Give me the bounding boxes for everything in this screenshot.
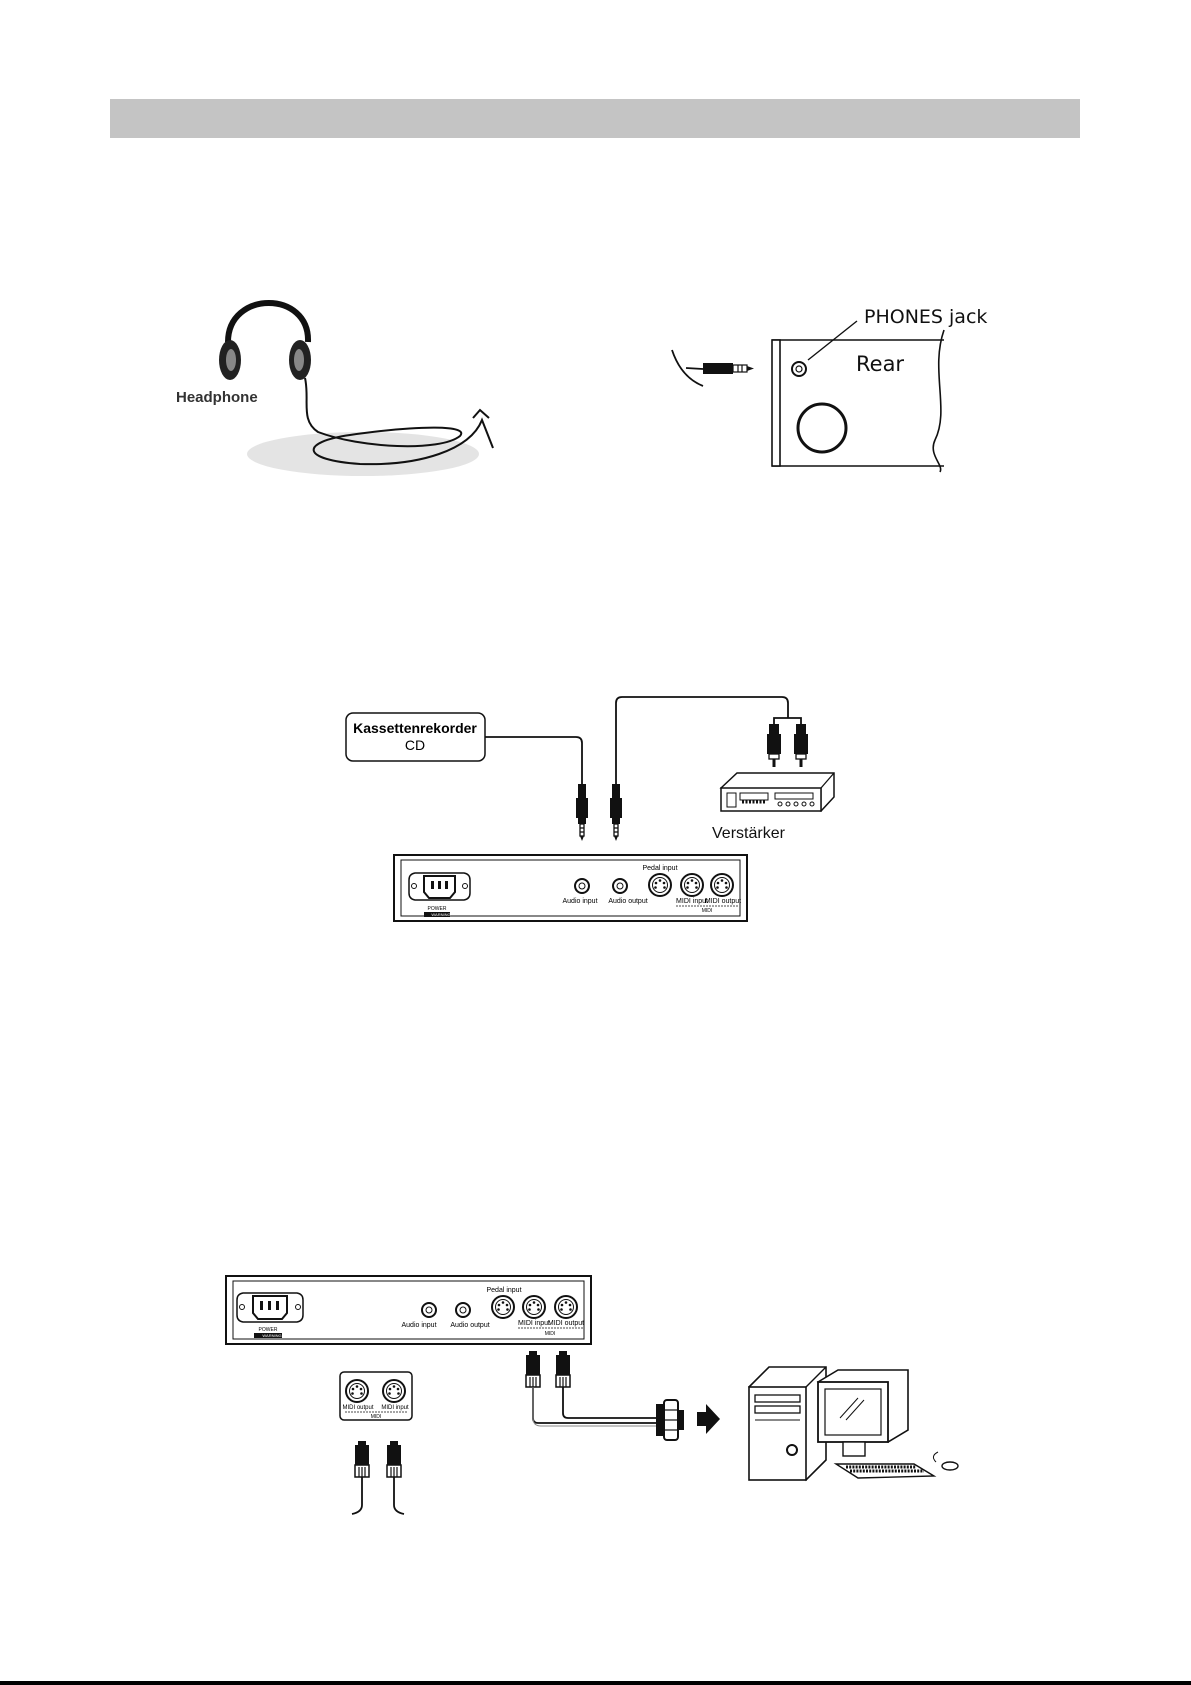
- amplifier: [721, 773, 834, 811]
- svg-text:MIDI output: MIDI output: [342, 1405, 373, 1411]
- audio-input-jack: [422, 1303, 436, 1317]
- recorder-label-line1: Kassettenrekorder: [353, 720, 477, 736]
- inset-plug-right: [387, 1441, 401, 1477]
- rear-panel-fig3: POWER WARNING Audio input Audio output P…: [226, 1276, 591, 1344]
- power-button-icon: [787, 1445, 797, 1455]
- svg-text:MIDI output: MIDI output: [705, 898, 741, 905]
- svg-text:WARNING: WARNING: [262, 1333, 281, 1338]
- svg-text:Audio output: Audio output: [450, 1322, 489, 1329]
- midi-inset: MIDI output MIDI input MIDI: [340, 1372, 412, 1514]
- power-socket: [237, 1293, 303, 1322]
- rca-plug-right: [794, 724, 808, 767]
- midi-interface-cable: [526, 1351, 720, 1440]
- inset-cable-right: [394, 1477, 404, 1514]
- phones-plug: [703, 363, 733, 374]
- piano-side-rail: [772, 340, 780, 466]
- svg-text:MIDI input: MIDI input: [381, 1405, 409, 1411]
- phones-jack-figure: PHONES jack Rear: [672, 306, 987, 472]
- amplifier-cable: [616, 697, 788, 784]
- recorder-cable: [485, 737, 582, 784]
- midi-connection-figure: POWER WARNING Audio input Audio output P…: [226, 1276, 958, 1514]
- midi-input-port: [681, 874, 703, 896]
- midi-output-port: [555, 1296, 577, 1318]
- computer: [749, 1367, 958, 1480]
- arrow-icon: [697, 1404, 720, 1434]
- midi-plug-right: [556, 1351, 570, 1387]
- svg-text:Audio input: Audio input: [401, 1322, 436, 1329]
- recorder-label-line2: CD: [405, 737, 425, 753]
- midi-plug-left: [526, 1351, 540, 1387]
- svg-text:MIDI: MIDI: [702, 908, 713, 914]
- inset-midi-input-port: [383, 1380, 405, 1402]
- svg-text:MIDI input: MIDI input: [676, 898, 708, 905]
- midi-usb-adapter: [656, 1400, 684, 1440]
- audio-input-jack: [575, 879, 589, 893]
- rear-panel-fig2: POWER WARNING Audio input Audio output P…: [394, 855, 747, 921]
- page-bottom-rule: [0, 1681, 1191, 1685]
- svg-text:MIDI input: MIDI input: [518, 1320, 550, 1327]
- audio-output-plug: [610, 784, 622, 841]
- rear-label: Rear: [856, 352, 904, 376]
- svg-text:MIDI: MIDI: [545, 1331, 556, 1337]
- svg-text:Pedal input: Pedal input: [486, 1287, 521, 1294]
- svg-text:Pedal input: Pedal input: [642, 865, 677, 872]
- headphone-shadow: [247, 432, 479, 476]
- headband: [228, 303, 308, 342]
- inset-midi-output-port: [346, 1380, 368, 1402]
- svg-text:MIDI output: MIDI output: [548, 1320, 584, 1327]
- svg-text:MIDI: MIDI: [371, 1414, 382, 1420]
- audio-input-plug: [576, 784, 588, 841]
- mouse-icon: [942, 1462, 958, 1470]
- svg-text:Audio output: Audio output: [608, 898, 647, 905]
- midi-output-port: [711, 874, 733, 896]
- svg-text:Audio input: Audio input: [562, 898, 597, 905]
- audio-connection-figure: Kassettenrekorder CD Verstärker: [346, 697, 834, 921]
- phones-jack-label: PHONES jack: [864, 306, 987, 328]
- speaker-grille: [798, 404, 846, 452]
- headphone-figure: Headphone: [176, 303, 493, 476]
- pedal-input-port: [492, 1296, 514, 1318]
- svg-text:WARNING: WARNING: [431, 912, 450, 917]
- power-socket: [409, 873, 470, 900]
- inset-cable-left: [352, 1477, 362, 1514]
- rca-plug-left: [767, 724, 781, 767]
- headphone-label: Headphone: [176, 389, 258, 406]
- audio-output-jack: [456, 1303, 470, 1317]
- inset-plug-left: [355, 1441, 369, 1477]
- amplifier-label: Verstärker: [712, 825, 786, 842]
- pedal-input-port: [649, 874, 671, 896]
- audio-output-jack: [613, 879, 627, 893]
- midi-input-port: [523, 1296, 545, 1318]
